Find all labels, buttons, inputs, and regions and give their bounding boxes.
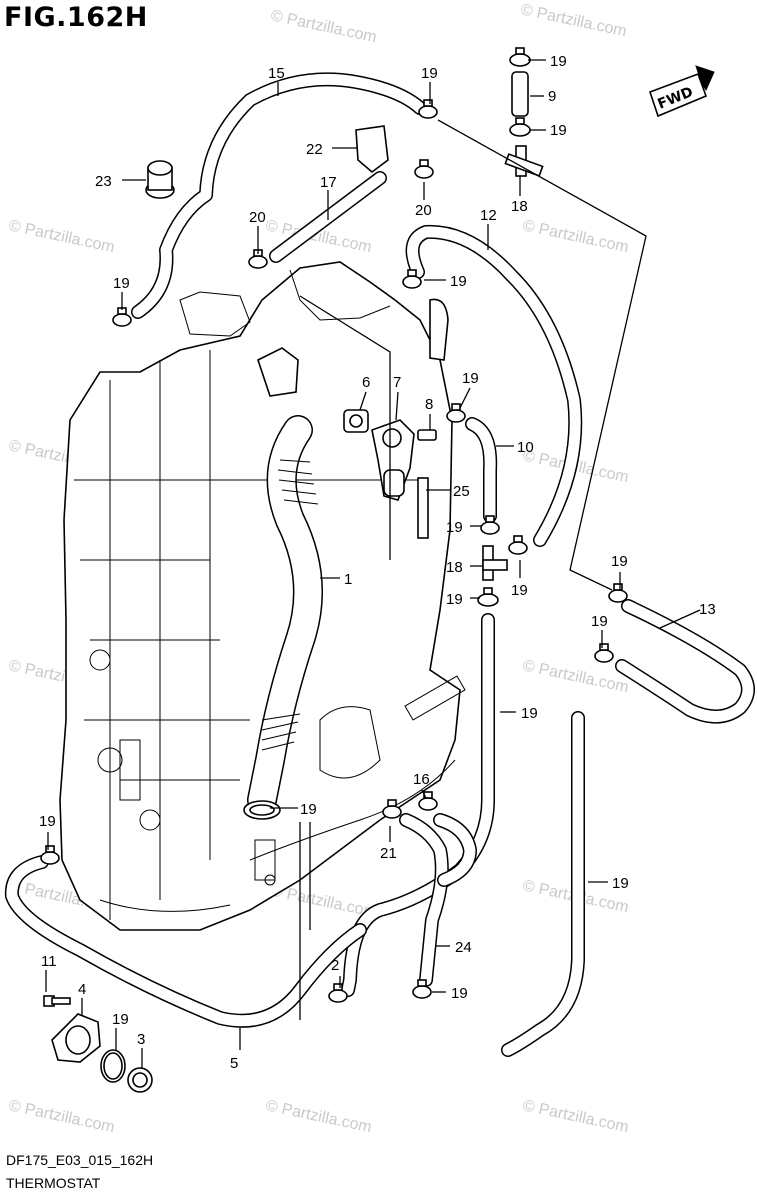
- callout-14: 5: [230, 1055, 238, 1072]
- callout-12: 12: [480, 207, 497, 224]
- watermark: © Partzilla.com: [269, 7, 378, 46]
- part-25-tube: [417, 477, 429, 539]
- watermark: © Partzilla.com: [7, 217, 116, 256]
- figure-title: FIG.162H: [4, 2, 148, 33]
- watermark: © Partzilla.com: [521, 217, 630, 256]
- part-18-joint: [504, 145, 544, 177]
- part-6-thermostat: [343, 409, 369, 433]
- callout-25: 25: [453, 483, 470, 500]
- callout-22: 22: [306, 141, 323, 158]
- hose-clamps: [40, 47, 628, 1003]
- callout-11: 24: [455, 939, 472, 956]
- callout-8: 8: [425, 396, 433, 413]
- part-23-grommet: [145, 160, 175, 199]
- callout-18: 18: [446, 559, 463, 576]
- watermark: © Partzilla.com: [7, 1097, 116, 1136]
- callouts: 15 19 19 9 19 22 23 17 20 18 20 12 19 19…: [39, 53, 716, 1072]
- callout-21: 19: [300, 801, 317, 818]
- part-4-bolt: [43, 995, 71, 1007]
- callout-10: 10: [517, 439, 534, 456]
- callout-19: 21: [380, 845, 397, 862]
- callout-19: 19: [591, 613, 608, 630]
- callout-17: 17: [320, 174, 337, 191]
- part-7-thermostat-cover: [371, 419, 415, 501]
- callout-7: 7: [393, 374, 401, 391]
- callout-19: 19: [113, 275, 130, 292]
- callout-2: 4: [78, 981, 86, 998]
- callout-3: 19: [112, 1011, 129, 1028]
- watermark: © Partzilla.com: [264, 1097, 373, 1136]
- callout-19: 19: [451, 985, 468, 1002]
- callout-15: 15: [268, 65, 285, 82]
- callout-19: 2: [331, 957, 339, 974]
- part-9-pipe: [511, 71, 529, 117]
- callout-19: 19: [550, 122, 567, 139]
- callout-1: 1: [344, 571, 352, 588]
- callout-19: 19: [421, 65, 438, 82]
- part-15-hose: [131, 72, 427, 319]
- callout-24: 19: [612, 875, 629, 892]
- forward-arrow-icon: FWD: [648, 65, 715, 118]
- part-5-plug: [127, 1067, 153, 1093]
- part-3-o-ring: [100, 1049, 126, 1083]
- thermostat-housing: [257, 298, 449, 397]
- callout-18: 18: [511, 198, 528, 215]
- diagram-code: DF175_E03_015_162H: [6, 1152, 154, 1168]
- part-1-hose: [247, 415, 323, 815]
- callout-6: 6: [362, 374, 370, 391]
- part-8-bolt: [417, 429, 437, 441]
- callout-19: 19: [39, 813, 56, 830]
- callout-19: 19: [511, 582, 528, 599]
- callout-19: 19: [611, 553, 628, 570]
- watermark: © Partzilla.com: [519, 1, 628, 40]
- watermark: © Partzilla.com: [521, 657, 630, 696]
- callout-5: 3: [137, 1031, 145, 1048]
- callout-19: 19: [450, 273, 467, 290]
- callout-19: 19: [446, 591, 463, 608]
- diagram-name: THERMOSTAT: [6, 1175, 101, 1191]
- callout-4: 11: [41, 953, 57, 970]
- callout-20: 20: [415, 202, 432, 219]
- callout-20: 20: [249, 209, 266, 226]
- callout-19: 19: [462, 370, 479, 387]
- callout-19: 19: [550, 53, 567, 70]
- callout-23: 23: [95, 173, 112, 190]
- part-2-cover: [51, 1013, 101, 1063]
- callout-9: 9: [548, 88, 556, 105]
- callout-19: 16: [413, 771, 430, 788]
- callout-19: 19: [446, 519, 463, 536]
- leader-lines: [45, 59, 701, 1068]
- part-18-joint: [482, 545, 508, 581]
- callout-13: 13: [699, 601, 716, 618]
- part-22-clip: [355, 125, 389, 174]
- watermark: © Partzilla.com: [521, 1097, 630, 1136]
- callout-16: 19: [521, 705, 538, 722]
